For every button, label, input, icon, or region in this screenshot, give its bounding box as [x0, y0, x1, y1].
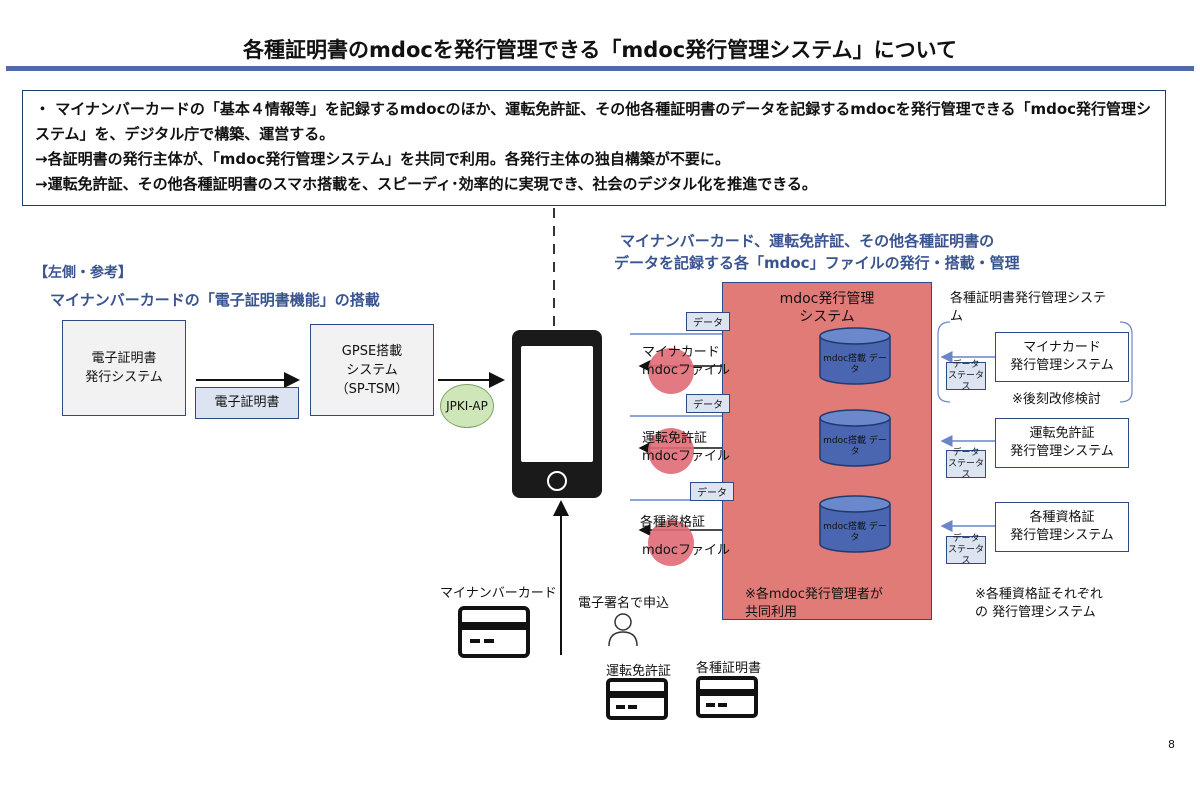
note-later-revision: ※後刻改修検討	[1012, 392, 1101, 407]
right-heading-2: データを記録する各「mdoc」ファイルの発行・搭載・管理	[614, 254, 1020, 272]
mynumber-card-label: マイナンバーカード	[440, 586, 557, 601]
jpki-ap-circle: JPKI-AP	[440, 384, 494, 428]
database-icon	[819, 495, 891, 553]
issuer-license: 運転免許証 発行管理システム	[995, 418, 1129, 468]
card-icon	[606, 678, 668, 720]
person-icon	[608, 613, 638, 647]
title-divider	[6, 66, 1194, 71]
apply-label: 電子署名で申込	[578, 596, 670, 611]
status-tag-1: データ ステータス	[946, 359, 986, 392]
card-icon	[696, 676, 758, 718]
note-each-system: ※各種資格証それぞれ の 発行管理システム	[975, 587, 1103, 620]
dashed-divider	[553, 208, 555, 328]
mdoc-file-2-line1: 運転免許証	[642, 431, 708, 446]
cert-issuing-system: 電子証明書 発行システム	[62, 320, 186, 416]
database-icon	[819, 409, 891, 467]
mdoc-file-circle	[648, 520, 694, 566]
summary-line-3: →運転免許証、その他各種証明書のスマホ搭載を、スピーディ･効率的に実現でき、社会…	[35, 175, 817, 193]
license-label: 運転免許証	[606, 664, 672, 679]
right-heading-1: マイナンバーカード、運転免許証、その他各種証明書の	[620, 232, 995, 250]
status-tag-3: データ ステータス	[946, 533, 986, 566]
mdoc-file-3-line2: mdocファイル	[642, 543, 731, 558]
data-tag-2: データ	[686, 394, 730, 413]
mdoc-file-3-line1: 各種資格証	[640, 515, 706, 530]
left-heading: マイナンバーカードの「電子証明書機能」の搭載	[50, 291, 380, 309]
db-label-2: mdoc搭載 データ	[823, 436, 887, 457]
shared-use-note: ※各mdoc発行管理者が 共同利用	[745, 587, 883, 620]
issuer-mynacard: マイナカード 発行管理システム	[995, 332, 1129, 382]
gpse-system: GPSE搭載 システム （SP-TSM）	[310, 324, 434, 416]
status-tag-2: データ ステータス	[946, 447, 986, 480]
data-tag-1: データ	[686, 312, 730, 331]
summary-box: ・ マイナンバーカードの「基本４情報等」を記録するmdocのほか、運転免許証、そ…	[22, 90, 1166, 206]
card-icon	[458, 606, 530, 658]
mdoc-system-label: mdoc発行管理 システム	[779, 291, 875, 325]
mdoc-file-1-line2: mdocファイル	[642, 363, 731, 378]
mdoc-file-circle	[648, 348, 694, 394]
mdoc-file-circle	[648, 428, 694, 474]
page-number: 8	[1168, 738, 1175, 751]
database-icon	[819, 327, 891, 385]
left-tag: 【左側・参考】	[34, 265, 132, 281]
data-tag-3: データ	[690, 482, 734, 501]
issuer-qualification: 各種資格証 発行管理システム	[995, 502, 1129, 552]
issuer-systems-heading: 各種証明書発行管理システ ム	[950, 291, 1107, 324]
smartphone-icon	[512, 330, 602, 498]
mdoc-file-1-line1: マイナカード	[642, 345, 720, 360]
db-label-1: mdoc搭載 データ	[823, 354, 887, 375]
summary-line-1: ・ マイナンバーカードの「基本４情報等」を記録するmdocのほか、運転免許証、そ…	[35, 100, 1152, 143]
summary-line-2: →各証明書の発行主体が、「mdoc発行管理システム」を共同で利用。各発行主体の独…	[35, 150, 730, 168]
page-title: 各種証明書のmdocを発行管理できる「mdoc発行管理システム」について	[243, 38, 957, 62]
cert-label-box: 電子証明書	[195, 387, 299, 419]
certs-label: 各種証明書	[696, 661, 762, 676]
db-label-3: mdoc搭載 データ	[823, 522, 887, 543]
mdoc-file-2-line2: mdocファイル	[642, 449, 731, 464]
